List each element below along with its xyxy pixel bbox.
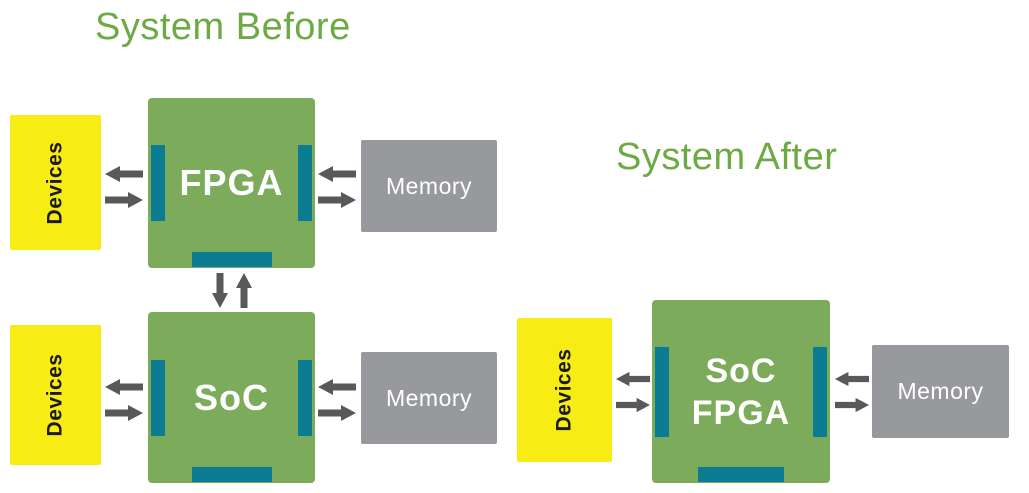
soc-fpga-left-port bbox=[655, 346, 669, 437]
memory-label: Memory bbox=[385, 172, 473, 199]
memory-box-after: Memory bbox=[872, 345, 1009, 438]
fpga-left-port bbox=[151, 145, 165, 221]
soc-left-port bbox=[151, 359, 165, 436]
soc-fpga-right-port bbox=[813, 346, 827, 437]
devices-socfpga-arrows bbox=[616, 371, 650, 413]
left-arrow-icon bbox=[318, 166, 356, 182]
fpga-box: FPGA bbox=[148, 98, 315, 268]
socfpga-memory-arrows bbox=[835, 371, 869, 413]
devices-box-before-top: Devices bbox=[10, 115, 101, 250]
memory-label: Memory bbox=[897, 378, 984, 404]
soc-right-port bbox=[298, 359, 312, 436]
right-arrow-icon bbox=[105, 405, 143, 421]
fpga-right-port bbox=[298, 145, 312, 221]
title-system-after: System After bbox=[616, 136, 838, 178]
right-arrow-icon bbox=[616, 397, 650, 413]
memory-box-before-top: Memory bbox=[361, 140, 497, 232]
soc-fpga-bottom-port bbox=[698, 467, 784, 482]
right-arrow-icon bbox=[105, 192, 143, 208]
devices-soc-arrows bbox=[105, 379, 143, 421]
fpga-soc-arrows bbox=[212, 273, 252, 308]
devices-label: Devices bbox=[43, 141, 67, 224]
soc-fpga-label: SoC FPGA bbox=[692, 350, 790, 434]
memory-box-before-bottom: Memory bbox=[361, 352, 497, 444]
fpga-bottom-port bbox=[191, 252, 272, 267]
soc-box: SoC bbox=[148, 312, 315, 483]
soc-memory-arrows bbox=[318, 379, 356, 421]
left-arrow-icon bbox=[835, 371, 869, 387]
title-system-before: System Before bbox=[95, 6, 351, 48]
soc-fpga-label-line1: SoC bbox=[705, 351, 777, 390]
left-arrow-icon bbox=[105, 379, 143, 395]
right-arrow-icon bbox=[835, 397, 869, 413]
soc-fpga-box: SoC FPGA bbox=[652, 300, 830, 483]
devices-label: Devices bbox=[552, 348, 576, 432]
memory-label: Memory bbox=[385, 384, 473, 411]
right-arrow-icon bbox=[318, 192, 356, 208]
right-arrow-icon bbox=[318, 405, 356, 421]
fpga-label: FPGA bbox=[179, 162, 284, 203]
up-arrow-icon bbox=[236, 273, 252, 308]
devices-fpga-arrows bbox=[105, 166, 143, 208]
devices-label: Devices bbox=[43, 353, 67, 437]
fpga-memory-arrows bbox=[318, 166, 356, 208]
devices-box-after: Devices bbox=[517, 318, 612, 462]
soc-label: SoC bbox=[194, 376, 269, 418]
devices-box-before-bottom: Devices bbox=[10, 325, 101, 465]
down-arrow-icon bbox=[212, 273, 228, 308]
left-arrow-icon bbox=[105, 166, 143, 182]
left-arrow-icon bbox=[616, 371, 650, 387]
soc-bottom-port bbox=[191, 467, 272, 482]
soc-fpga-label-line2: FPGA bbox=[691, 393, 791, 432]
left-arrow-icon bbox=[318, 379, 356, 395]
